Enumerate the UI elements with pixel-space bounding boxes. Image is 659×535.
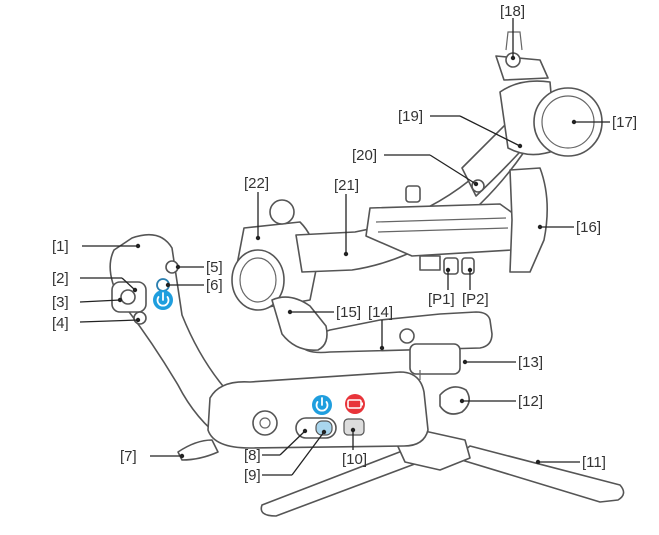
camera-plate: [365, 185, 515, 275]
battery-icon: [345, 394, 365, 414]
label-3: [3]: [52, 294, 69, 311]
port-p2: [461, 257, 475, 275]
callout-labels: [1] [2] [3] [4] [5] [6] [7] [8] [9] [10]…: [52, 3, 637, 484]
plate-screw: [405, 185, 421, 203]
roll-adjust-knob: [439, 386, 470, 415]
roll-motor: [495, 31, 603, 157]
plate-rail-1: [375, 217, 507, 223]
tilt-lock-clamp: [271, 296, 328, 351]
base-power-icon: [312, 395, 332, 415]
roll-arm-body: [299, 311, 493, 354]
label-1: [1]: [52, 238, 69, 255]
port-p1: [443, 257, 459, 275]
label-9: [9]: [244, 467, 261, 484]
label-6: [6]: [206, 277, 223, 294]
tripod-leg-right: [454, 445, 625, 503]
tilt-knob: [471, 179, 485, 193]
leader-lines: [79, 18, 610, 476]
roll-motor-housing: [409, 343, 461, 375]
label-18: [18]: [500, 3, 525, 20]
plate-rail-2: [377, 227, 509, 233]
label-17: [17]: [612, 114, 637, 131]
top-handle-post: [505, 31, 523, 51]
base-dial: [252, 410, 278, 436]
label-10: [10]: [342, 451, 367, 468]
label-11: [11]: [582, 454, 606, 471]
label-4: [4]: [52, 315, 69, 332]
label-12: [12]: [518, 393, 543, 410]
label-p2: [P2]: [462, 291, 489, 308]
label-14: [14]: [368, 304, 393, 321]
pan-motor-ring: [239, 257, 277, 303]
label-19: [19]: [398, 108, 423, 125]
label-22: [22]: [244, 175, 269, 192]
pan-top-knob: [269, 199, 295, 225]
label-13: [13]: [518, 354, 543, 371]
leader-3: [79, 299, 121, 303]
trigger-button: [133, 311, 147, 325]
roll-arm: [299, 311, 493, 415]
base-dial-center: [259, 417, 271, 429]
label-5: [5]: [206, 259, 223, 276]
battery-indicator: [343, 418, 365, 436]
switch-knob: [315, 420, 333, 436]
label-7: [7]: [120, 448, 137, 465]
tripod-leg-front: [260, 447, 421, 517]
pan-motor: [231, 199, 328, 351]
label-8: [8]: [244, 447, 261, 464]
handle-power-icon: [153, 290, 173, 310]
label-20: [20]: [352, 147, 377, 164]
leader-4: [79, 319, 139, 323]
gimbal-base: [207, 371, 429, 449]
roll-lock-knob: [399, 328, 415, 344]
label-p1: [P1]: [428, 291, 455, 308]
handle-foot: [177, 439, 219, 461]
vertical-support: [509, 167, 548, 273]
label-2: [2]: [52, 270, 69, 287]
plate-clamp: [419, 255, 441, 271]
joystick: [120, 289, 136, 305]
label-16: [16]: [576, 219, 601, 236]
label-21: [21]: [334, 177, 359, 194]
label-15: [15]: [336, 304, 361, 321]
top-handle: [495, 55, 549, 81]
